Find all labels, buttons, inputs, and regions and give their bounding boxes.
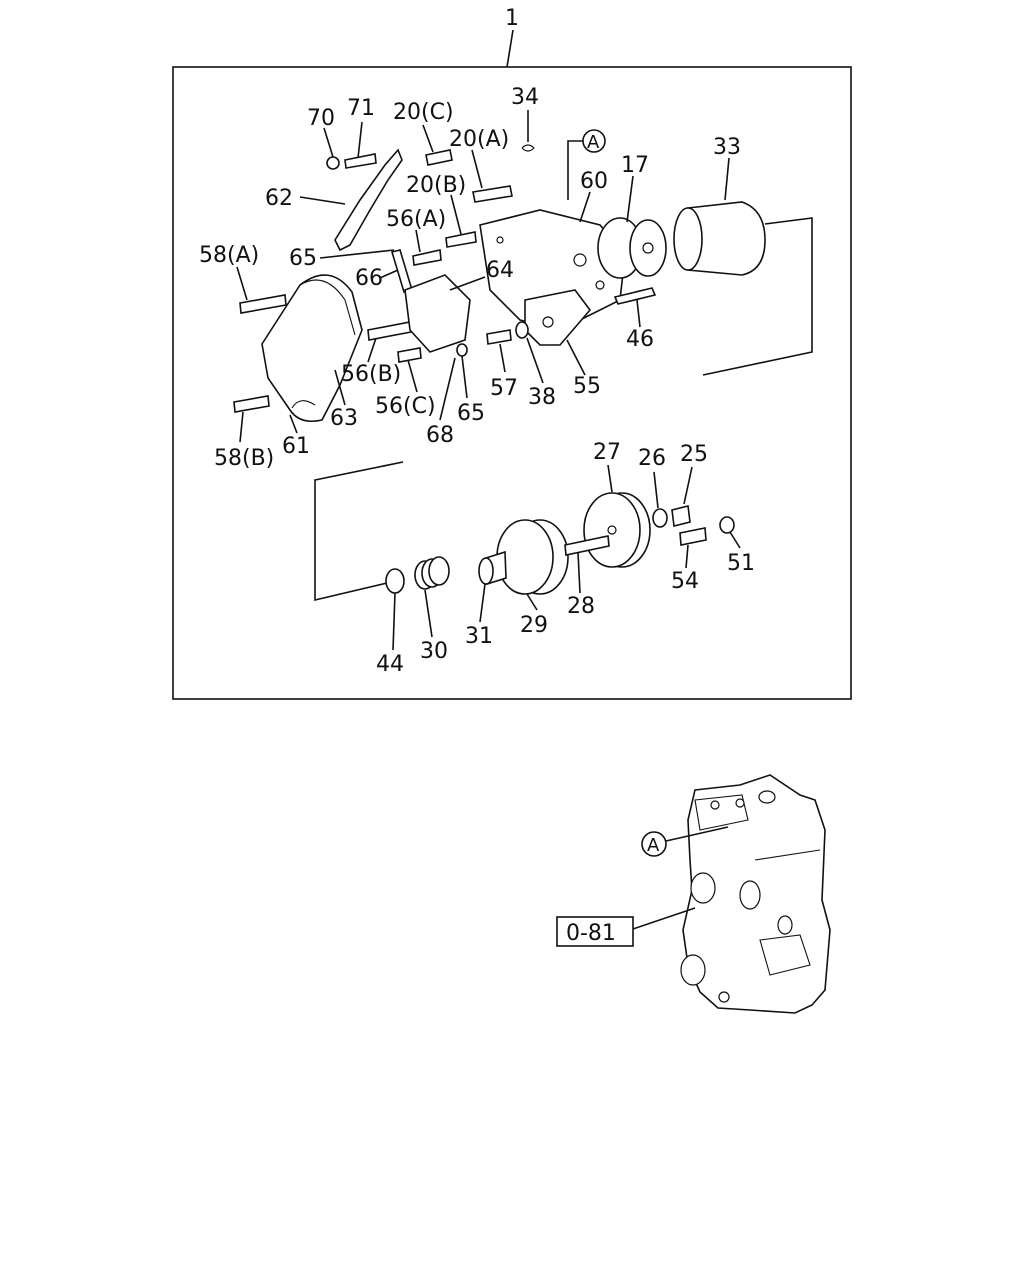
callout-51: 51 (727, 551, 755, 576)
bolt-58a (239, 294, 287, 314)
bracket-line-left (314, 461, 404, 602)
callout-71: 71 (347, 96, 375, 121)
ref-a-marker-top: A (567, 129, 606, 200)
callout-66: 66 (355, 266, 383, 291)
callout-44: 44 (376, 652, 404, 677)
callout-70: 70 (307, 106, 335, 131)
ring-44 (385, 568, 405, 594)
bolt-20a (472, 185, 513, 203)
callout-1: 1 (505, 6, 519, 31)
callout-33: 33 (713, 135, 741, 160)
bolt-56c (397, 347, 422, 363)
callout-31: 31 (465, 624, 493, 649)
callout-54: 54 (671, 569, 699, 594)
bolt-56b (367, 321, 412, 341)
clip-34 (521, 144, 535, 152)
reference-box-0-81: 0-81 (556, 907, 696, 947)
callout-58b: 58(B) (214, 446, 274, 471)
callout-68: 68 (426, 423, 454, 448)
cap-51 (719, 516, 735, 534)
svg-text:0-81: 0-81 (566, 921, 616, 946)
bolt-71 (344, 153, 377, 169)
callout-57: 57 (490, 376, 518, 401)
callout-27: 27 (593, 440, 621, 465)
cover-63 (261, 274, 363, 423)
callout-61: 61 (282, 434, 310, 459)
leader-lines (236, 110, 741, 651)
callout-55: 55 (573, 374, 601, 399)
pulley-29 (496, 519, 569, 595)
callout-20a: 20(A) (449, 127, 509, 152)
callout-34: 34 (511, 85, 539, 110)
leader-1 (506, 29, 514, 68)
svg-text:A: A (647, 835, 660, 856)
shaft-28 (564, 535, 610, 556)
bracket-line-right (702, 217, 813, 376)
bolt-58b (233, 395, 270, 413)
bracket-55 (524, 289, 592, 346)
pulley-27 (583, 492, 651, 568)
housing-inset (680, 774, 831, 1014)
callout-20c: 20(C) (393, 100, 454, 125)
pulley-17 (597, 217, 667, 279)
bracket-64 (404, 274, 471, 353)
bolt-70 (326, 156, 340, 170)
bolt-57 (486, 329, 512, 345)
ref-a-marker-inset: A (641, 826, 729, 857)
nut-26 (652, 508, 668, 528)
callout-65-b: 65 (457, 401, 485, 426)
callout-65-a: 65 (289, 246, 317, 271)
svg-text:A: A (587, 132, 600, 153)
assembly-frame (172, 66, 852, 700)
nut-25 (671, 505, 691, 527)
callout-60: 60 (580, 169, 608, 194)
callout-38: 38 (528, 385, 556, 410)
bolt-20b (445, 231, 477, 248)
callout-20b: 20(B) (406, 173, 466, 198)
callout-56a: 56(A) (386, 207, 446, 232)
pin-46 (613, 287, 657, 305)
spring-30 (414, 556, 450, 590)
bracket-62 (334, 148, 403, 252)
callout-25: 25 (680, 442, 708, 467)
callout-62: 62 (265, 186, 293, 211)
housing-33 (673, 201, 766, 276)
callout-28: 28 (567, 594, 595, 619)
callout-46: 46 (626, 327, 654, 352)
clip-65-b (456, 343, 468, 357)
fitting-54 (679, 527, 707, 546)
callout-56b: 56(B) (341, 362, 401, 387)
washer-38 (515, 321, 529, 339)
callout-17: 17 (621, 153, 649, 178)
callout-29: 29 (520, 613, 548, 638)
bolt-56a (412, 249, 442, 266)
callout-56c: 56(C) (375, 394, 436, 419)
callout-30: 30 (420, 639, 448, 664)
callout-63: 63 (330, 406, 358, 431)
shaft-31 (478, 550, 507, 586)
callout-26: 26 (638, 446, 666, 471)
callout-64: 64 (486, 258, 514, 283)
bolt-20c (425, 149, 453, 166)
callout-58a: 58(A) (199, 243, 259, 268)
